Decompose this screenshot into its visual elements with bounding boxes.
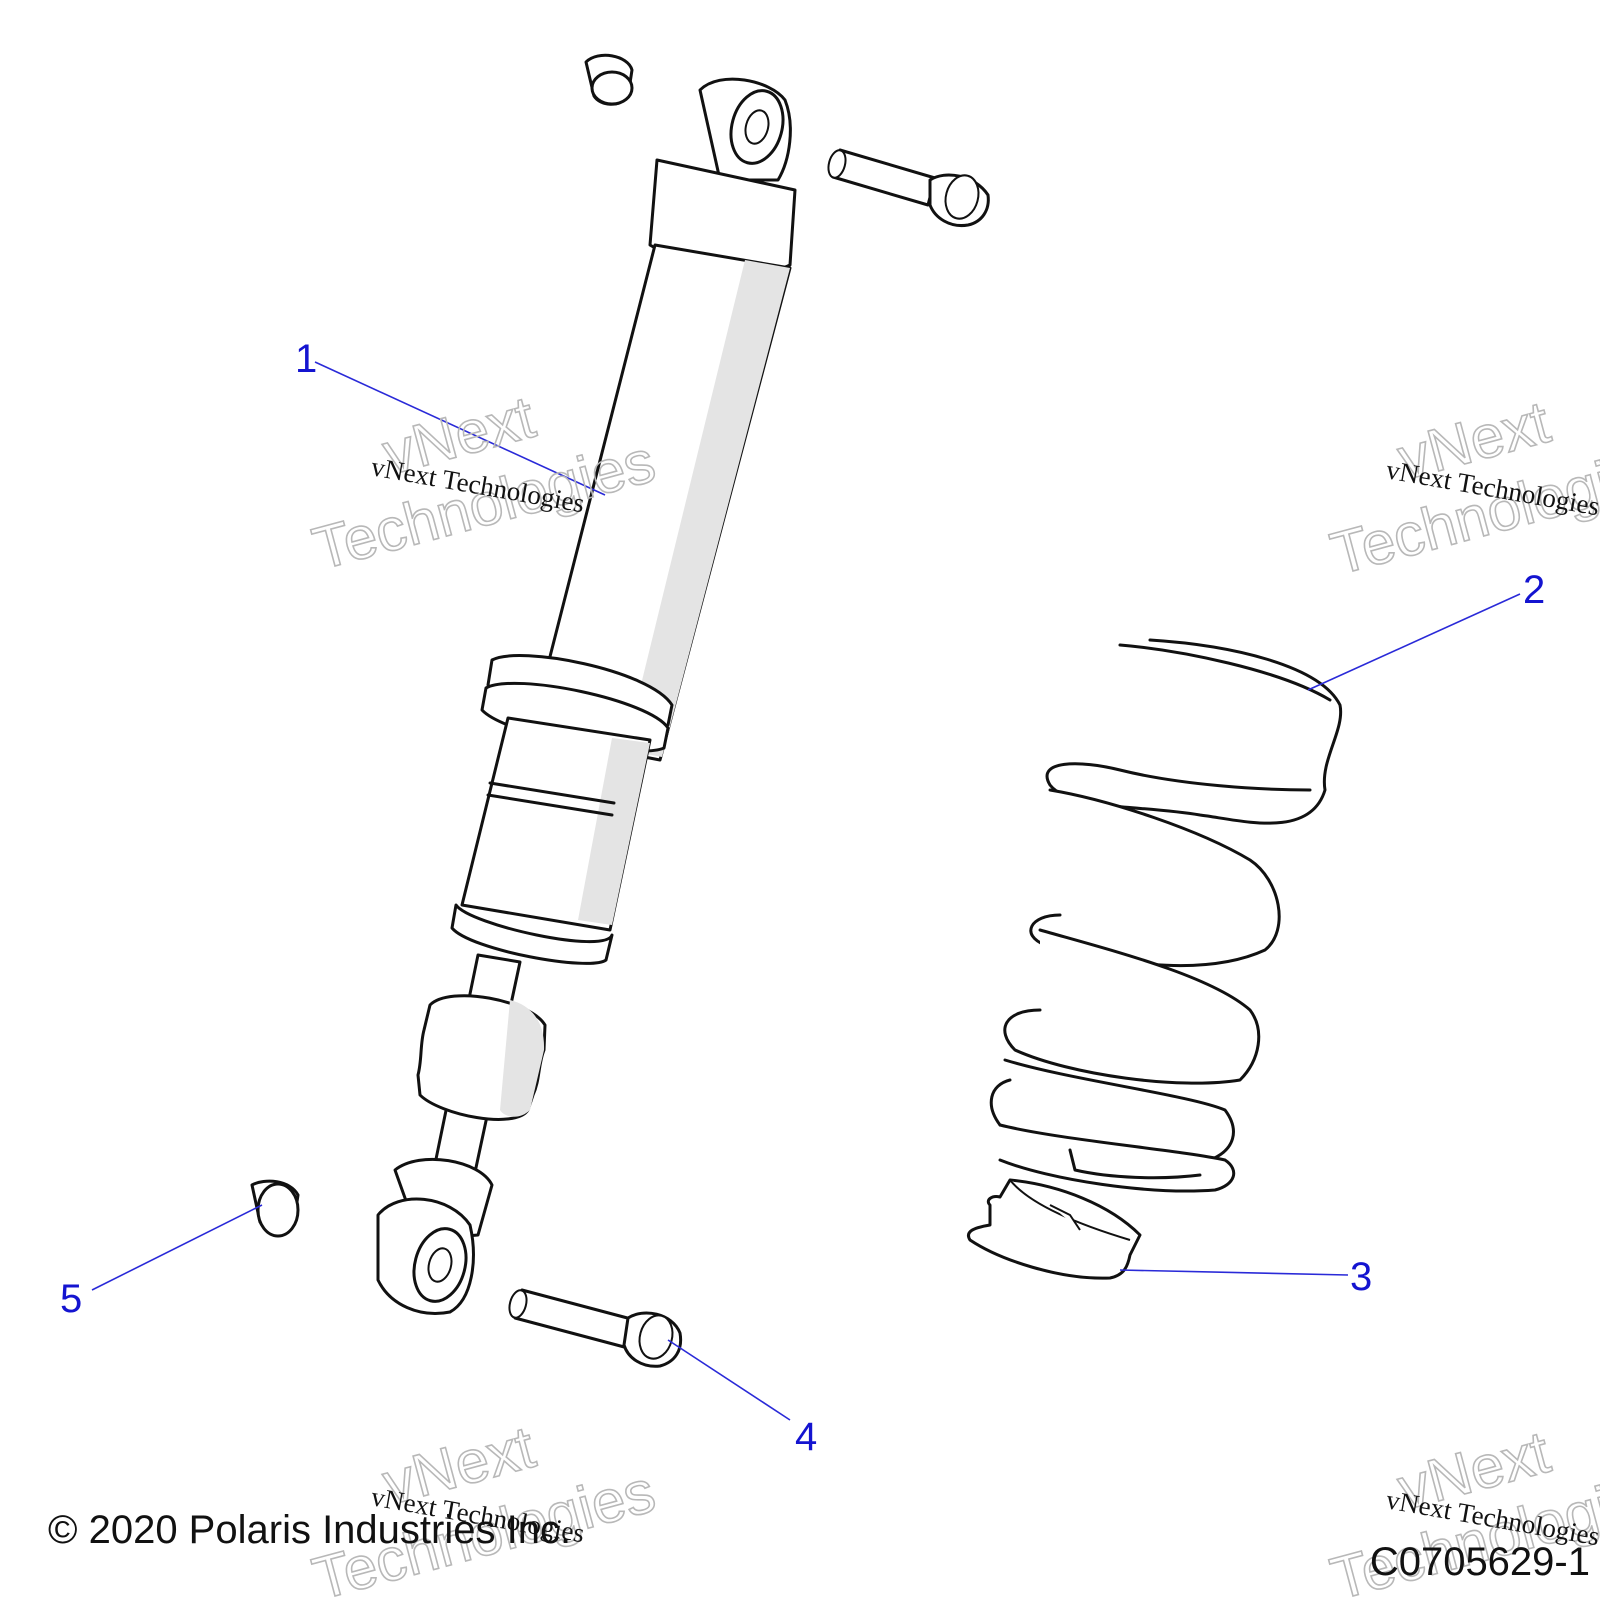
leader-2: [1307, 593, 1521, 691]
upper-bolt: [827, 148, 990, 228]
leader-1: [314, 361, 606, 496]
watermark-upper-right: vNext Technologies vNext Technologies: [1323, 387, 1600, 588]
leader-lines: [91, 361, 1521, 1421]
part-code: C0705629-1: [1370, 1540, 1590, 1584]
leader-4: [667, 1339, 791, 1421]
shock-absorber: [376, 77, 797, 1315]
lower-bolt: [508, 1288, 683, 1368]
spring-seat: [966, 1178, 1142, 1280]
callout-1: 1: [295, 337, 317, 381]
callout-3: 3: [1350, 1255, 1372, 1299]
lower-bushing: [250, 1179, 300, 1238]
upper-bushing: [584, 53, 634, 106]
coil-spring: [989, 638, 1343, 1193]
leader-3: [1119, 1269, 1349, 1276]
watermark-lower-left: vNext Technologies vNext Technologies: [305, 1412, 662, 1600]
callout-5: 5: [60, 1277, 82, 1321]
copyright-text: © 2020 Polaris Industries Inc.: [48, 1508, 571, 1552]
leader-5: [91, 1204, 263, 1291]
callout-4: 4: [795, 1415, 817, 1459]
callout-2: 2: [1523, 568, 1545, 612]
